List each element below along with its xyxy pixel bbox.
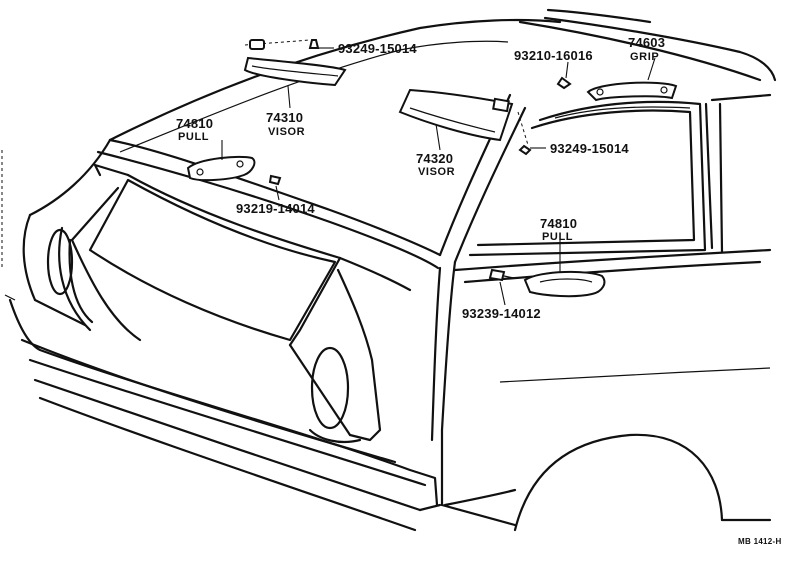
label-visor-left-number: 74310: [266, 110, 303, 125]
visor-right-part: [398, 88, 514, 142]
label-visor-left-name: VISOR: [268, 126, 305, 138]
label-bolt-top: 93249-15014: [338, 41, 417, 56]
diagram-reference: MB 1412-H: [738, 537, 782, 546]
label-visor-right-name: VISOR: [418, 166, 455, 178]
pull-right-part: [523, 270, 606, 298]
label-pull-right-name: PULL: [542, 231, 573, 243]
label-screw-pull-left: 93219-14014: [236, 201, 315, 216]
visor-left-part: [243, 56, 347, 87]
label-pull-right-number: 74810: [540, 216, 577, 231]
label-pull-left-number: 74810: [176, 116, 213, 131]
label-screw-pull-right: 93239-14012: [462, 306, 541, 321]
leader-lines: [221, 47, 656, 306]
label-pull-left-name: PULL: [178, 131, 209, 143]
part-labels: 93249-15014 93210-16016 74603 GRIP 74310…: [176, 35, 782, 546]
grip-part: [586, 81, 678, 102]
label-grip-name: GRIP: [630, 51, 659, 63]
pull-left-part: [186, 155, 256, 182]
label-visor-right-number: 74320: [416, 151, 453, 166]
visor-bracket-part: [249, 39, 265, 50]
label-screw-grip: 93210-16016: [514, 48, 593, 63]
label-bolt-pillar: 93249-15014: [550, 141, 629, 156]
label-grip-number: 74603: [628, 35, 665, 50]
fasteners: [268, 39, 572, 282]
car-body: [1, 8, 777, 532]
